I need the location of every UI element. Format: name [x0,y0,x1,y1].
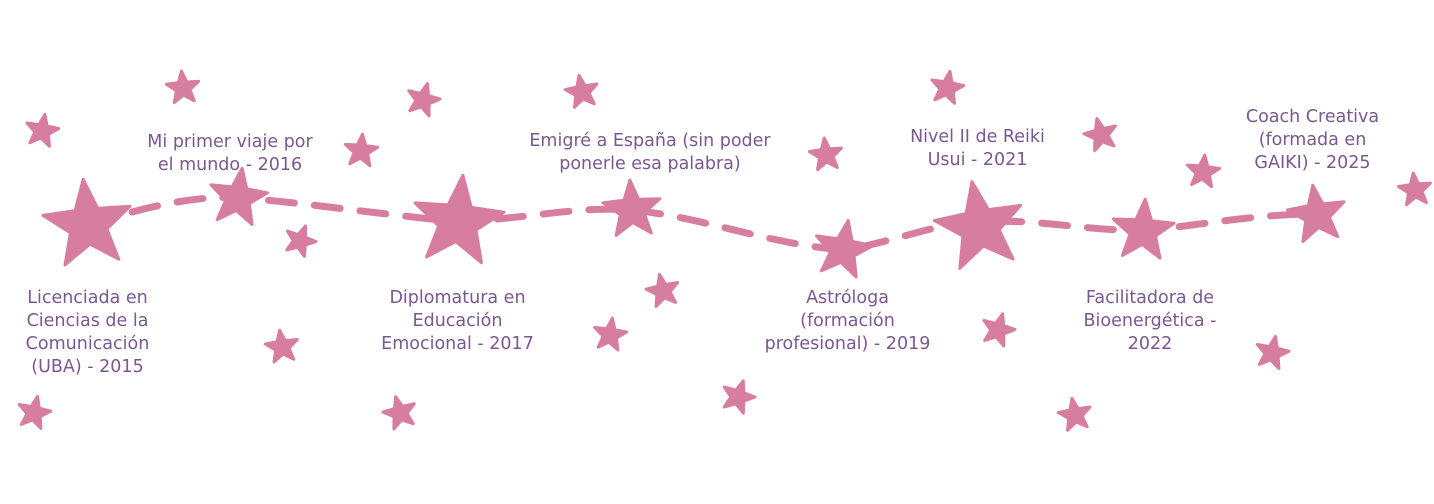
milestone-star-reiki-2021 [932,180,1023,270]
decorative-star-icon [644,272,680,308]
milestone-star-viaje-2016 [209,166,269,226]
decorative-star-icon [807,136,843,172]
decorative-star-icon [164,69,201,105]
decorative-star-icon [25,112,61,148]
milestone-star-espana [601,178,662,237]
milestone-label-educacion-emocional-2017: Diplomatura en Educación Emocional - 201… [381,288,534,354]
milestone-star-coach-2025 [1286,183,1346,243]
milestone-star-uba-2015 [41,177,132,267]
decorative-star-icon [930,69,966,105]
decorative-star-icon [17,394,53,430]
decorative-star-icon [722,379,757,415]
decorative-star-icon [1056,396,1092,432]
dashed-timeline-path [84,194,1322,254]
decorative-stars [17,69,1432,432]
milestone-label-coach-2025: Coach Creativa (formada en GAIKI) - 2025 [1245,107,1380,173]
decorative-star-icon [381,395,416,431]
decorative-star-icon [343,132,380,168]
decorative-star-icon [982,312,1017,348]
milestone-label-uba-2015: Licenciada en Ciencias de la Comunicació… [25,288,150,377]
milestone-star-bioenergetica-2022 [1111,197,1176,260]
milestone-label-astrologa-2019: Astróloga (formación profesional) - 2019 [764,288,931,354]
milestone-label-bioenergetica-2022: Facilitadora de Bioenergética - 2022 [1083,288,1217,354]
decorative-star-icon [1186,153,1222,189]
decorative-star-icon [1082,117,1117,153]
decorative-star-icon [1255,334,1291,370]
milestone-star-astrologa-2019 [815,219,875,279]
decorative-star-icon [285,224,318,258]
milestone-stars [41,166,1346,279]
milestone-label-reiki-2021: Nivel II de Reiki Usui - 2021 [910,127,1045,170]
decorative-star-icon [563,73,599,109]
decorative-star-icon [263,328,299,364]
milestone-label-viaje-2016: Mi primer viaje por el mundo - 2016 [147,132,313,175]
milestone-star-educacion-emocional-2017 [413,173,506,265]
milestone-label-espana: Emigré a España (sin poder ponerle esa p… [529,131,771,174]
decorative-star-icon [593,316,629,352]
decorative-star-icon [407,82,442,118]
decorative-star-icon [1396,171,1432,207]
timeline-dashed-line [84,194,1322,254]
